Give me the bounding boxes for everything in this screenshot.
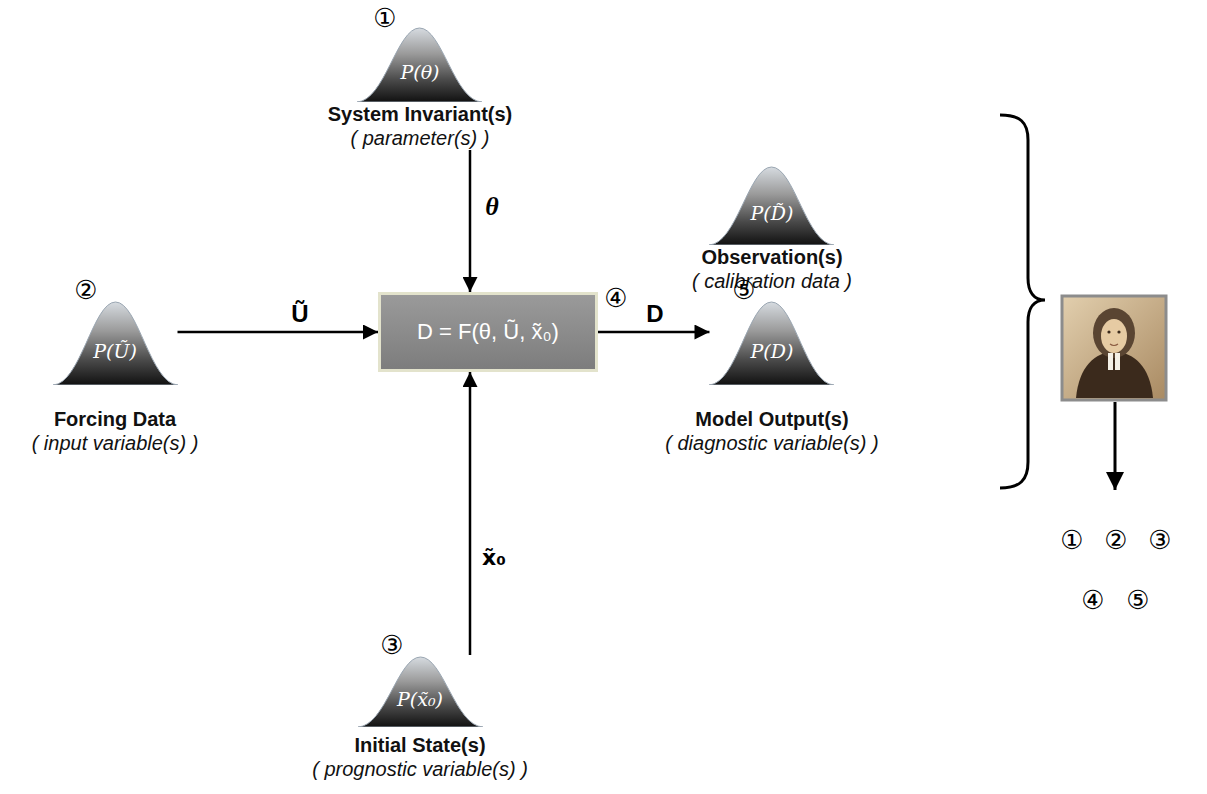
node-heading: System Invariant(s) [328,102,513,126]
flow-arrow [598,331,709,334]
callout-number: ⑤ [732,277,755,303]
edge-label: D [644,300,665,328]
callout-number: ① [373,5,396,31]
node-heading: Forcing Data [32,407,199,431]
parameter-distribution: P(θ) System Invariant(s)( parameter(s) ) [324,26,517,150]
node-heading: Initial State(s) [312,733,528,757]
callout-number: ③ [380,632,403,658]
callout-number: ④ [604,285,627,311]
node-subheading: ( input variable(s) ) [32,431,199,455]
portrait-eye [1117,330,1120,333]
bell-curve: P(θ) [357,26,482,102]
distribution-label: P(D) [709,300,834,363]
flow-arrow [178,331,379,334]
bell-curve: P(D) [709,300,834,385]
callout-number: ③ [1148,527,1171,553]
node-subheading: ( diagnostic variable(s) ) [665,431,878,455]
portrait-robe [1076,351,1153,398]
edge-label: Ũ [289,300,310,328]
edge-label: x̃₀ [480,545,508,570]
initial-state-distribution: P(x̃₀) Initial State(s)( prognostic varia… [308,655,532,781]
distribution-label: P(x̃₀) [358,655,483,711]
portrait-collar [1108,353,1113,370]
node-heading: Model Output(s) [665,407,878,431]
portrait-eye [1107,330,1110,333]
callout-number: ⑤ [1126,587,1149,613]
output-distribution: P(D) Model Output(s)( diagnostic variable… [661,300,882,455]
bell-curve: P(x̃₀) [358,655,483,727]
callout-number: ② [74,277,97,303]
node-heading: Observation(s) [692,245,852,269]
portrait-collar [1115,353,1120,370]
portrait-frame [1062,296,1166,400]
model-box: D = F(θ, Ũ, x̃₀) [378,292,598,372]
forcing-distribution: P(Ũ) Forcing Data( input variable(s) ) [28,300,203,455]
node-subheading: ( prognostic variable(s) ) [312,757,528,781]
curly-bracket [1000,115,1045,488]
node-subheading: ( calibration data ) [692,269,852,293]
portrait-face [1101,319,1127,353]
bell-curve: P(D̃) [709,165,834,245]
callout-number: ① [1060,527,1083,553]
callout-number: ② [1104,527,1127,553]
result-arrow [1114,402,1117,490]
distribution-label: P(θ) [357,26,482,84]
edge-label: θ [483,192,501,222]
flow-arrow [469,372,472,655]
distribution-label: P(Ũ) [53,300,178,363]
portrait-hair [1093,308,1135,358]
bell-curve: P(Ũ) [53,300,178,385]
distribution-label: P(D̃) [709,165,834,225]
callout-number: ④ [1081,587,1104,613]
model-equation: D = F(θ, Ũ, x̃₀) [417,319,559,345]
observation-distribution: P(D̃) Observation(s)( calibration data ) [688,165,856,293]
flow-arrow [469,150,472,292]
node-subheading: ( parameter(s) ) [328,126,513,150]
portrait-mouth [1110,344,1118,346]
bayes-portrait [1062,296,1166,400]
